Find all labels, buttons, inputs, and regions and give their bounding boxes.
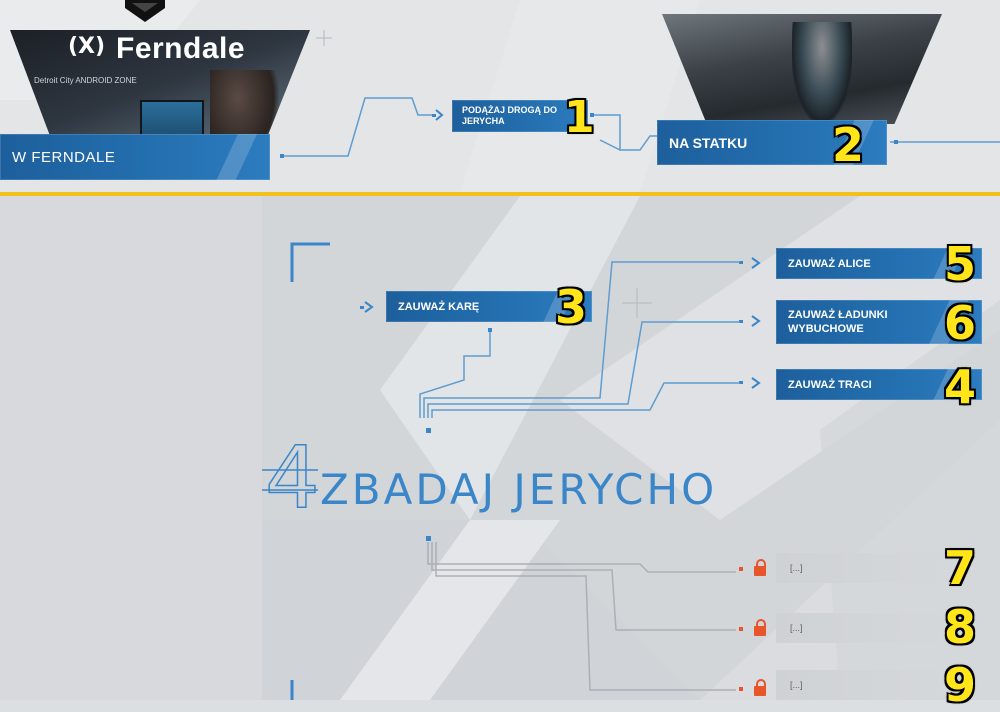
node-follow-path-label: PODĄŻAJ DROGĄ DO JERYCHA [462, 105, 558, 126]
locked-node-8-label: [...] [790, 623, 803, 633]
game-logo-icon [125, 0, 165, 22]
locked-node-7[interactable]: [...] [776, 553, 976, 583]
node-notice-alice[interactable]: ZAUWAŻ ALICE [776, 248, 982, 279]
section-divider [0, 192, 1000, 196]
badge-8: 8 [944, 600, 977, 654]
badge-1: 1 [564, 92, 595, 143]
ferndale-logo-mark: (X) [68, 34, 106, 59]
locked-node-9[interactable]: [...] [776, 670, 976, 700]
badge-7: 7 [944, 541, 977, 595]
node-ship-label: NA STATKU [669, 134, 748, 151]
chapter-title: ZBADAJ JERYCHO [320, 465, 718, 514]
badge-5: 5 [944, 237, 977, 291]
badge-6: 6 [944, 296, 977, 350]
node-notice-alice-label: ZAUWAŻ ALICE [788, 257, 871, 270]
node-follow-path[interactable]: PODĄŻAJ DROGĄ DO JERYCHA [452, 100, 588, 132]
lock-icon [754, 679, 766, 696]
lock-icon [754, 619, 766, 636]
badge-2: 2 [832, 118, 865, 172]
person-illustration [792, 22, 852, 122]
locked-node-8[interactable]: [...] [776, 613, 976, 643]
locked-node-9-label: [...] [790, 680, 803, 690]
badge-9: 9 [944, 658, 977, 712]
node-notice-explosives[interactable]: ZAUWAŻ ŁADUNKI WYBUCHOWE [776, 300, 982, 344]
node-ferndale-label: W FERNDALE [12, 148, 116, 166]
locked-node-7-label: [...] [790, 563, 803, 573]
node-notice-kara-label: ZAUWAŻ KARĘ [398, 300, 480, 313]
node-notice-traci[interactable]: ZAUWAŻ TRACI [776, 369, 982, 400]
ship-thumbnail [662, 14, 942, 124]
ferndale-logo-subtitle: Detroit City ANDROID ZONE [34, 76, 137, 85]
lock-icon [754, 559, 766, 576]
badge-4: 4 [944, 360, 977, 414]
node-notice-explosives-label: ZAUWAŻ ŁADUNKI WYBUCHOWE [788, 309, 888, 335]
chapter-number: 4 [264, 428, 320, 528]
node-notice-traci-label: ZAUWAŻ TRACI [788, 378, 872, 391]
badge-3: 3 [555, 280, 588, 334]
node-ship[interactable]: NA STATKU [657, 120, 887, 165]
node-notice-kara[interactable]: ZAUWAŻ KARĘ [386, 291, 592, 322]
node-ferndale[interactable]: W FERNDALE [0, 134, 270, 180]
ferndale-logo-text: Ferndale [116, 32, 246, 65]
